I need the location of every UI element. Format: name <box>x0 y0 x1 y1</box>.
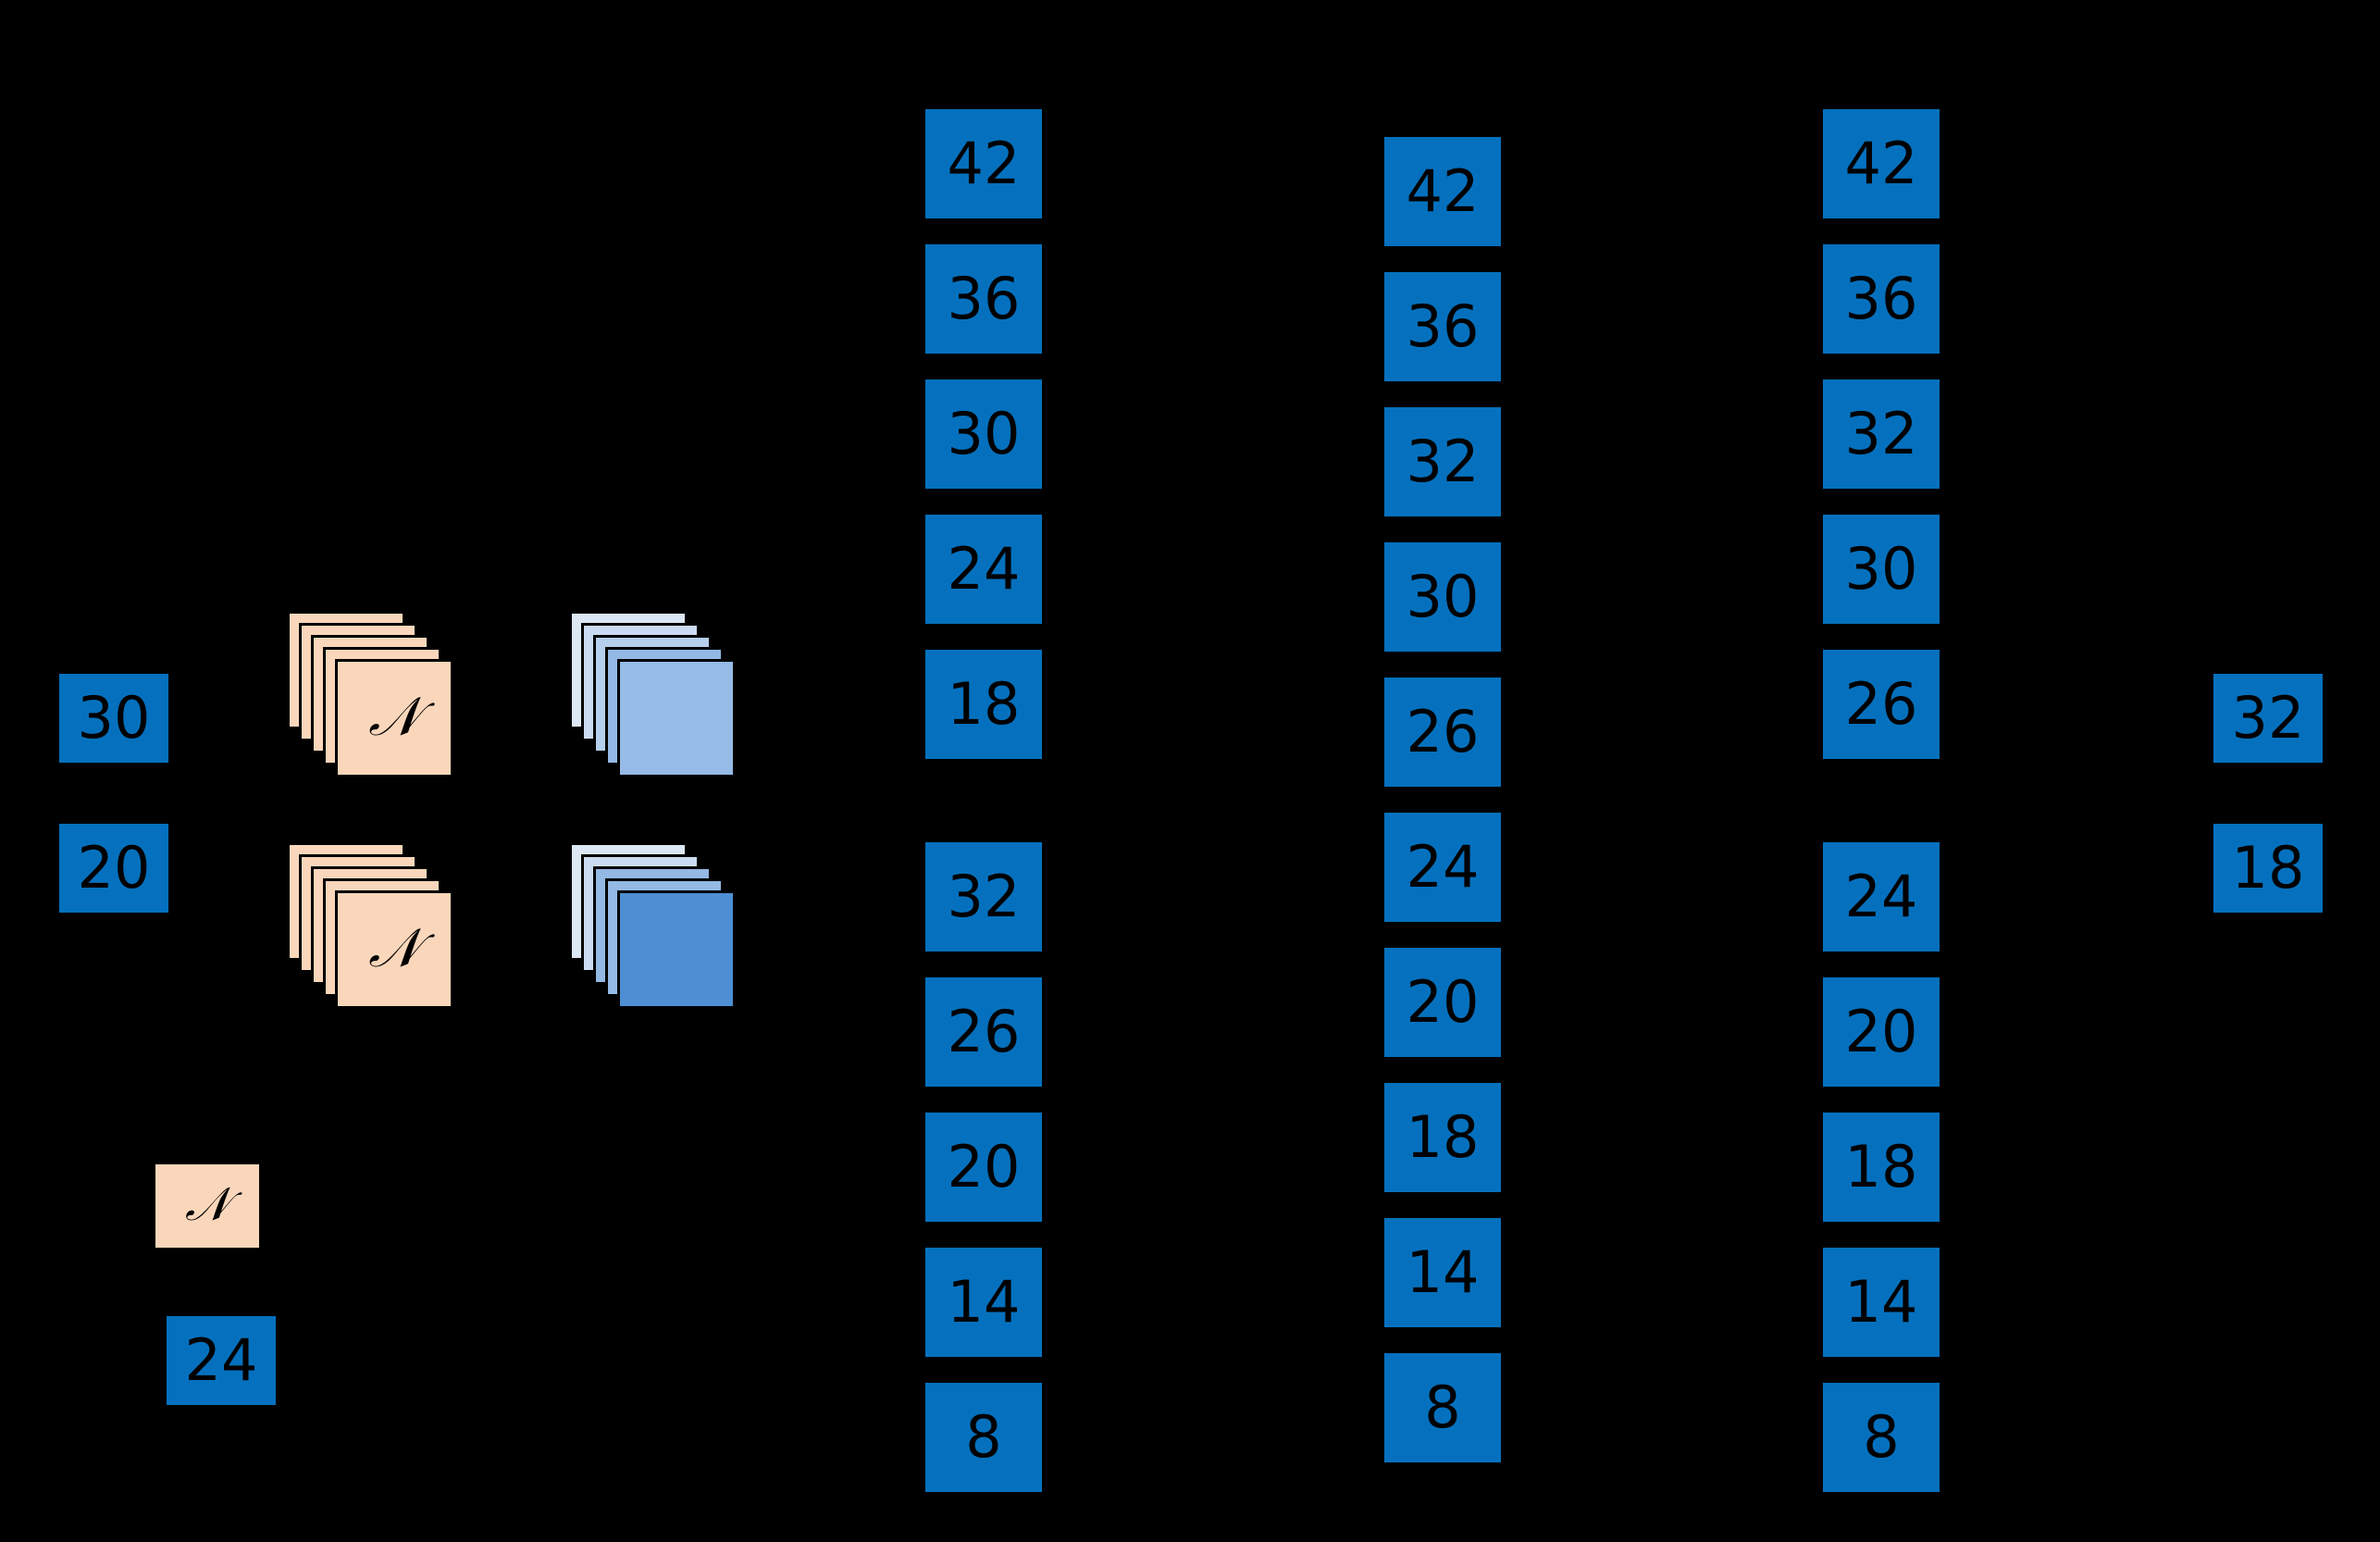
column-2-box: 30 <box>1384 542 1501 652</box>
column-2-box: 14 <box>1384 1218 1501 1327</box>
column-2-box: 42 <box>1384 137 1501 246</box>
column-1-box: 14 <box>925 1248 1042 1357</box>
column-3-box: 20 <box>1823 977 1940 1087</box>
column-1-box: 36 <box>925 244 1042 354</box>
peach-card-front: 𝒩 <box>335 659 453 777</box>
column-2-box: 24 <box>1384 813 1501 922</box>
column-1-box: 24 <box>925 515 1042 624</box>
input-value-box-20: 20 <box>59 824 168 913</box>
column-2-box: 20 <box>1384 948 1501 1057</box>
normal-distribution-glyph: 𝒩 <box>368 916 420 979</box>
column-3-box: 26 <box>1823 650 1940 759</box>
column-3-box: 42 <box>1823 109 1940 218</box>
column-3-box: 32 <box>1823 379 1940 489</box>
column-1-box: 18 <box>925 650 1042 759</box>
column-2-box: 32 <box>1384 407 1501 516</box>
normal-distribution-glyph: 𝒩 <box>185 1177 229 1231</box>
column-3-box: 18 <box>1823 1113 1940 1222</box>
column-1-box: 20 <box>925 1113 1042 1222</box>
input-value-box-30: 30 <box>59 674 168 763</box>
peach-card-front: 𝒩 <box>335 890 453 1009</box>
blue-card-front <box>617 659 736 777</box>
legend-distribution-card: 𝒩 <box>153 1162 262 1250</box>
blue-card-front <box>617 890 736 1009</box>
column-3-box: 36 <box>1823 244 1940 354</box>
column-3-box: 8 <box>1823 1383 1940 1492</box>
column-3-box: 14 <box>1823 1248 1940 1357</box>
column-2-box: 36 <box>1384 272 1501 381</box>
column-3-box: 30 <box>1823 515 1940 624</box>
output-value-box: 32 <box>2213 674 2323 763</box>
column-3-box: 24 <box>1823 842 1940 951</box>
column-1-box: 30 <box>925 379 1042 489</box>
column-1-box: 42 <box>925 109 1042 218</box>
output-value-box: 18 <box>2213 824 2323 913</box>
column-1-box: 26 <box>925 977 1042 1087</box>
normal-distribution-glyph: 𝒩 <box>368 685 420 748</box>
column-2-box: 26 <box>1384 678 1501 787</box>
column-1-box: 8 <box>925 1383 1042 1492</box>
column-2-box: 18 <box>1384 1083 1501 1192</box>
legend-value-box: 24 <box>167 1316 276 1405</box>
column-2-box: 8 <box>1384 1353 1501 1462</box>
column-1-box: 32 <box>925 842 1042 951</box>
